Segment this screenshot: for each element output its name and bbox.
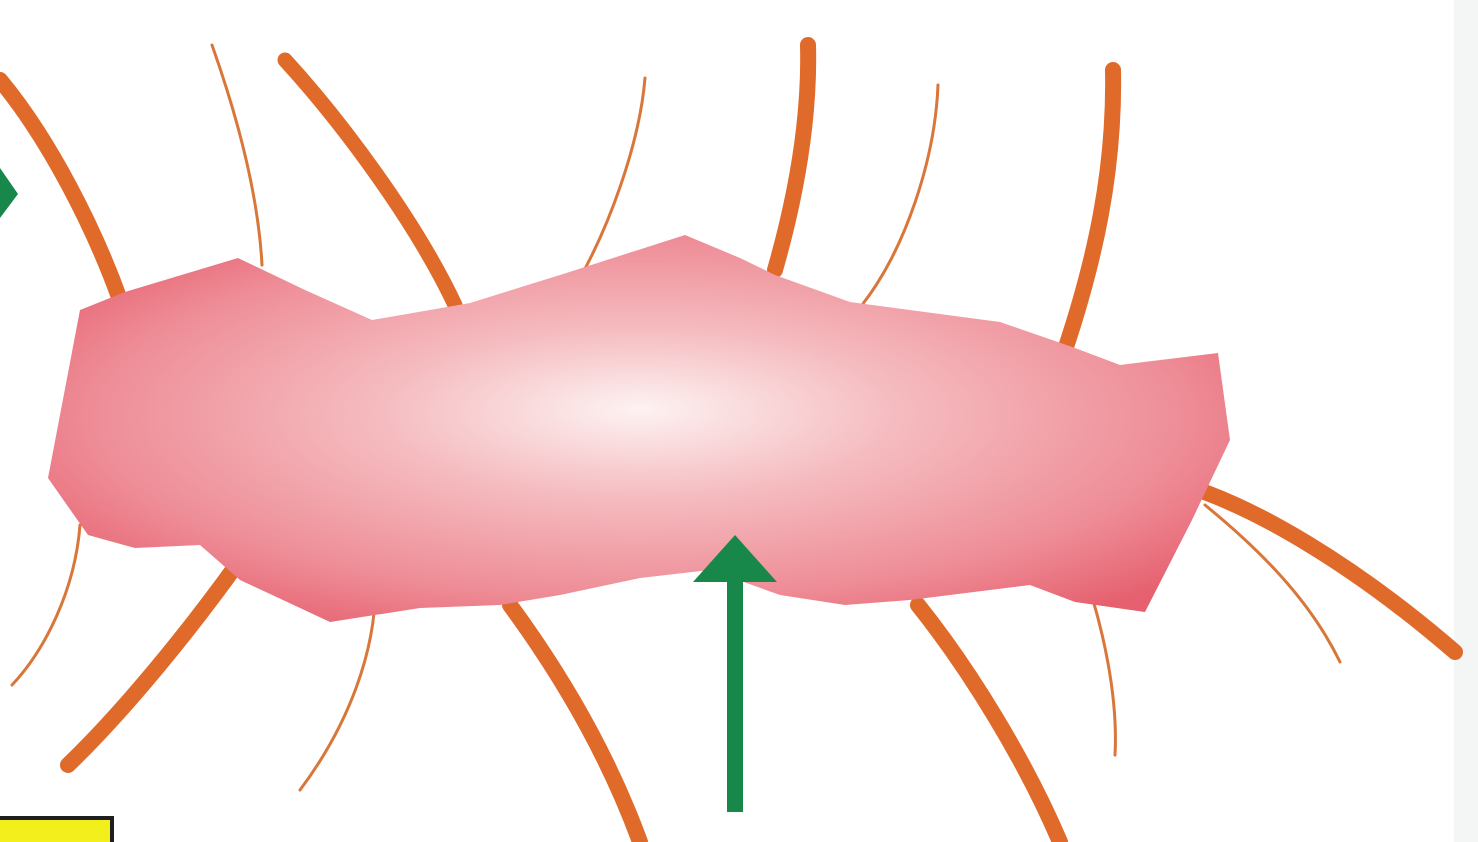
label-box (0, 818, 112, 842)
flagellum-bottom-3 (918, 605, 1060, 842)
flagellum-top-1 (0, 80, 120, 300)
left-arrowhead-icon (0, 168, 18, 218)
flagellum-top-thin-1 (212, 45, 262, 265)
flagellum-right (1165, 480, 1455, 652)
up-arrow-pointer-icon (693, 535, 777, 812)
flagellum-top-thin-3 (862, 85, 938, 305)
flagellum-top-4 (1065, 70, 1113, 350)
cell-body (48, 235, 1230, 622)
flagellum-bottom-1 (68, 560, 240, 765)
flagellum-bottom-thin-1 (12, 525, 80, 685)
flagellum-bottom-2 (510, 605, 640, 842)
flagellum-top-2 (285, 60, 455, 305)
flagellum-top-3 (775, 45, 808, 270)
